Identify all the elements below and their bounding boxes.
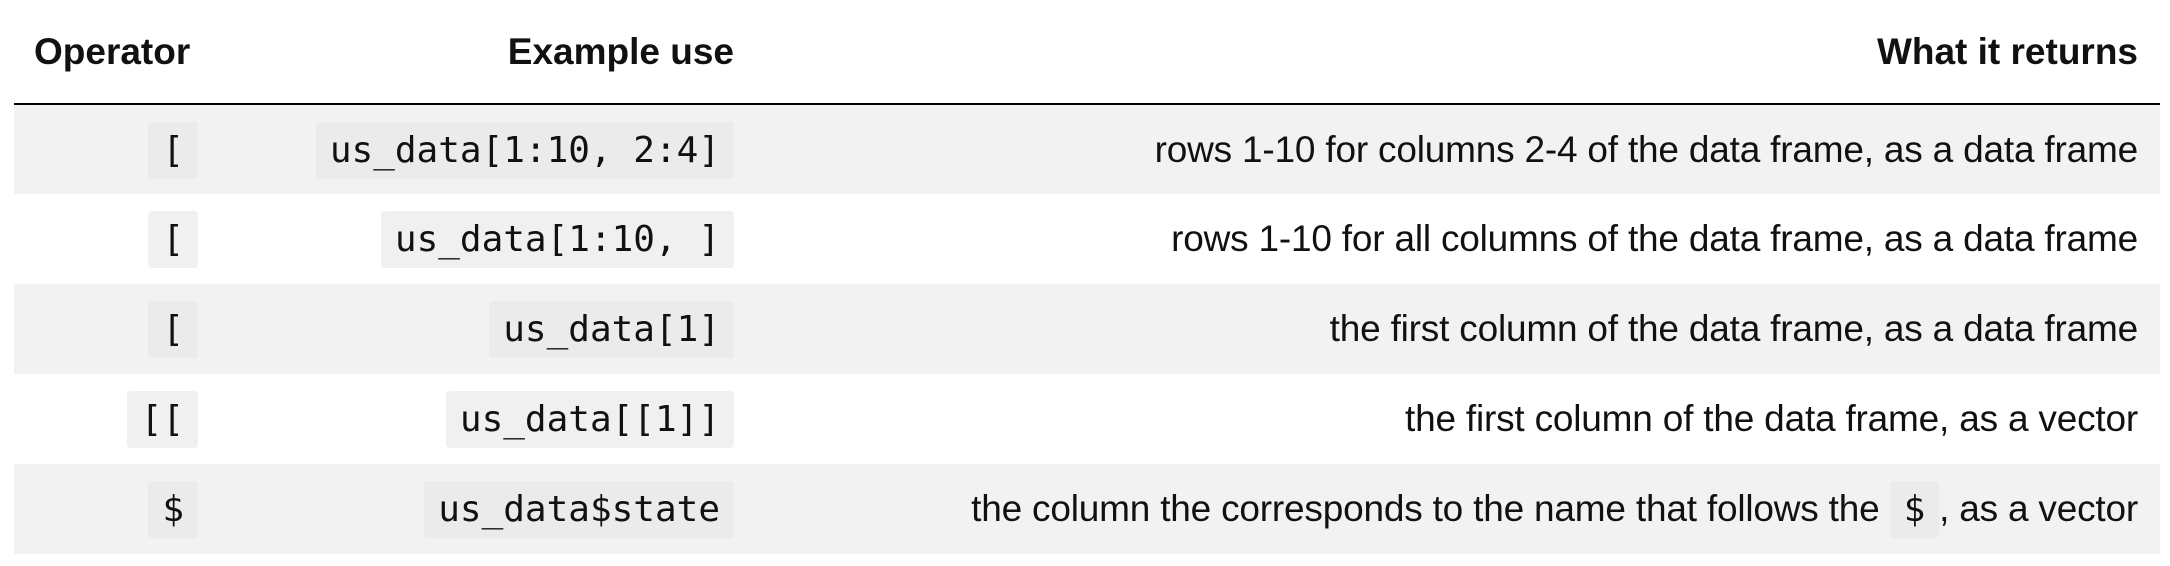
inline-dollar-code: $ xyxy=(1889,481,1940,538)
returns-cell: rows 1-10 for all columns of the data fr… xyxy=(756,194,2160,284)
operator-code: $ xyxy=(148,481,198,538)
returns-cell: the first column of the data frame, as a… xyxy=(756,284,2160,374)
operator-cell: [ xyxy=(14,284,220,374)
example-code: us_data[1] xyxy=(489,301,734,358)
header-example-use: Example use xyxy=(220,0,756,105)
table-row: [ us_data[1:10, 2:4] rows 1-10 for colum… xyxy=(14,104,2160,194)
table-row: [ us_data[1] the first column of the dat… xyxy=(14,284,2160,374)
returns-cell: rows 1-10 for columns 2-4 of the data fr… xyxy=(756,104,2160,194)
operators-table-container: Operator Example use What it returns [ u… xyxy=(14,0,2160,554)
operator-code: [ xyxy=(148,301,198,358)
example-cell: us_data$state xyxy=(220,464,756,554)
table-row: $ us_data$state the column the correspon… xyxy=(14,464,2160,554)
operator-code: [ xyxy=(148,211,198,268)
example-cell: us_data[[1]] xyxy=(220,374,756,464)
header-operator: Operator xyxy=(14,0,220,105)
example-code: us_data[[1]] xyxy=(445,391,734,448)
returns-cell: the column the corresponds to the name t… xyxy=(756,464,2160,554)
header-what-it-returns: What it returns xyxy=(756,0,2160,105)
operator-cell: [[ xyxy=(14,374,220,464)
operator-code: [[ xyxy=(126,391,198,448)
operator-cell: [ xyxy=(14,194,220,284)
example-code: us_data[1:10, ] xyxy=(380,211,734,268)
example-code: us_data[1:10, 2:4] xyxy=(315,121,734,179)
returns-text-after: , as a vector xyxy=(1939,488,2138,529)
header-row: Operator Example use What it returns xyxy=(14,0,2160,105)
returns-text-before: the column the corresponds to the name t… xyxy=(971,488,1890,529)
operators-table: Operator Example use What it returns [ u… xyxy=(14,0,2160,554)
example-cell: us_data[1:10, ] xyxy=(220,194,756,284)
table-header: Operator Example use What it returns xyxy=(14,0,2160,105)
operator-code: [ xyxy=(148,121,198,179)
operator-cell: $ xyxy=(14,464,220,554)
table-row: [ us_data[1:10, ] rows 1-10 for all colu… xyxy=(14,194,2160,284)
operator-cell: [ xyxy=(14,104,220,194)
example-cell: us_data[1:10, 2:4] xyxy=(220,104,756,194)
table-body: [ us_data[1:10, 2:4] rows 1-10 for colum… xyxy=(14,104,2160,554)
table-row: [[ us_data[[1]] the first column of the … xyxy=(14,374,2160,464)
example-cell: us_data[1] xyxy=(220,284,756,374)
example-code: us_data$state xyxy=(424,481,734,538)
returns-cell: the first column of the data frame, as a… xyxy=(756,374,2160,464)
